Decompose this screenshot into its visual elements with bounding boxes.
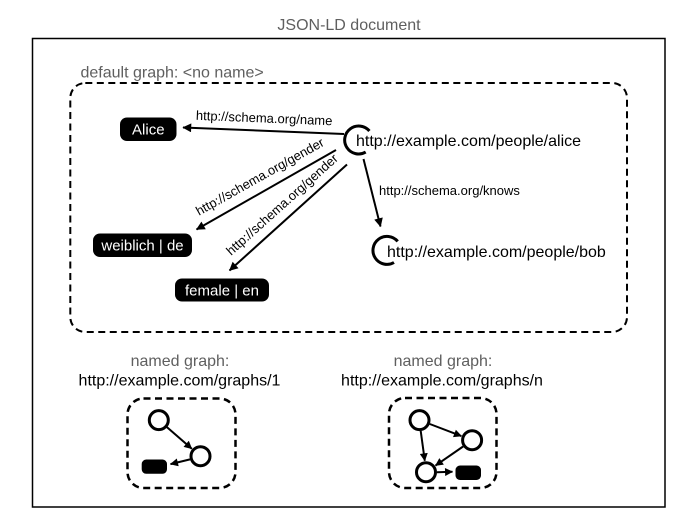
edge-knows-arrow (362, 158, 383, 228)
named-graph-n-node-c (415, 461, 437, 484)
edge-knows-label: http://schema.org/knows (379, 183, 520, 198)
default-graph-label: default graph: <no name> (81, 65, 264, 82)
named-graph-n-edge-ab (429, 423, 462, 438)
named-graph-1-label: named graph: (131, 353, 230, 370)
literal-name-box (120, 117, 177, 141)
literal-gender-en-text: female | en (185, 282, 259, 299)
named-graph-1-edge-ab (166, 426, 193, 450)
literal-name-text: Alice (132, 122, 165, 139)
named-graph-1-iri: http://example.com/graphs/1 (79, 373, 281, 390)
named-graph-n-edge-bc (434, 445, 464, 467)
alice-node-circle (343, 124, 371, 156)
figure-title: JSON-LD document (277, 17, 421, 34)
named-graph-1-container (126, 397, 237, 490)
named-graph-n-label: named graph: (394, 353, 493, 370)
edge-name-label: http://schema.org/name (196, 108, 333, 128)
named-graph-n-node-a (408, 409, 431, 432)
edge-gender-en-arrow (228, 163, 348, 272)
named-graph-n-edge-ac (419, 430, 428, 462)
literal-gender-en-box (175, 278, 269, 302)
named-graph-1-literal-box (141, 459, 167, 474)
bob-node-circle (371, 234, 399, 266)
edge-gender-de-arrow (195, 149, 337, 231)
named-graph-n-node-b (461, 429, 484, 452)
alice-node-iri: http://example.com/people/alice (356, 133, 581, 150)
literal-gender-de-text: weiblich | de (100, 238, 183, 255)
named-graph-1-node-a (147, 409, 170, 432)
named-graph-n-literal-box (455, 465, 481, 480)
document-border (31, 37, 666, 508)
default-graph-container (69, 82, 629, 333)
named-graph-n-container (387, 396, 498, 490)
named-graph-1-node-b (189, 445, 212, 468)
named-graph-n-iri: http://example.com/graphs/n (341, 373, 543, 390)
named-graph-1-edge-b-literal (169, 458, 191, 467)
named-graph-n-edge-c-literal (436, 468, 454, 477)
bob-node-iri: http://example.com/people/bob (387, 244, 606, 261)
literal-gender-de-box (93, 233, 192, 257)
edge-name-arrow (182, 123, 345, 135)
